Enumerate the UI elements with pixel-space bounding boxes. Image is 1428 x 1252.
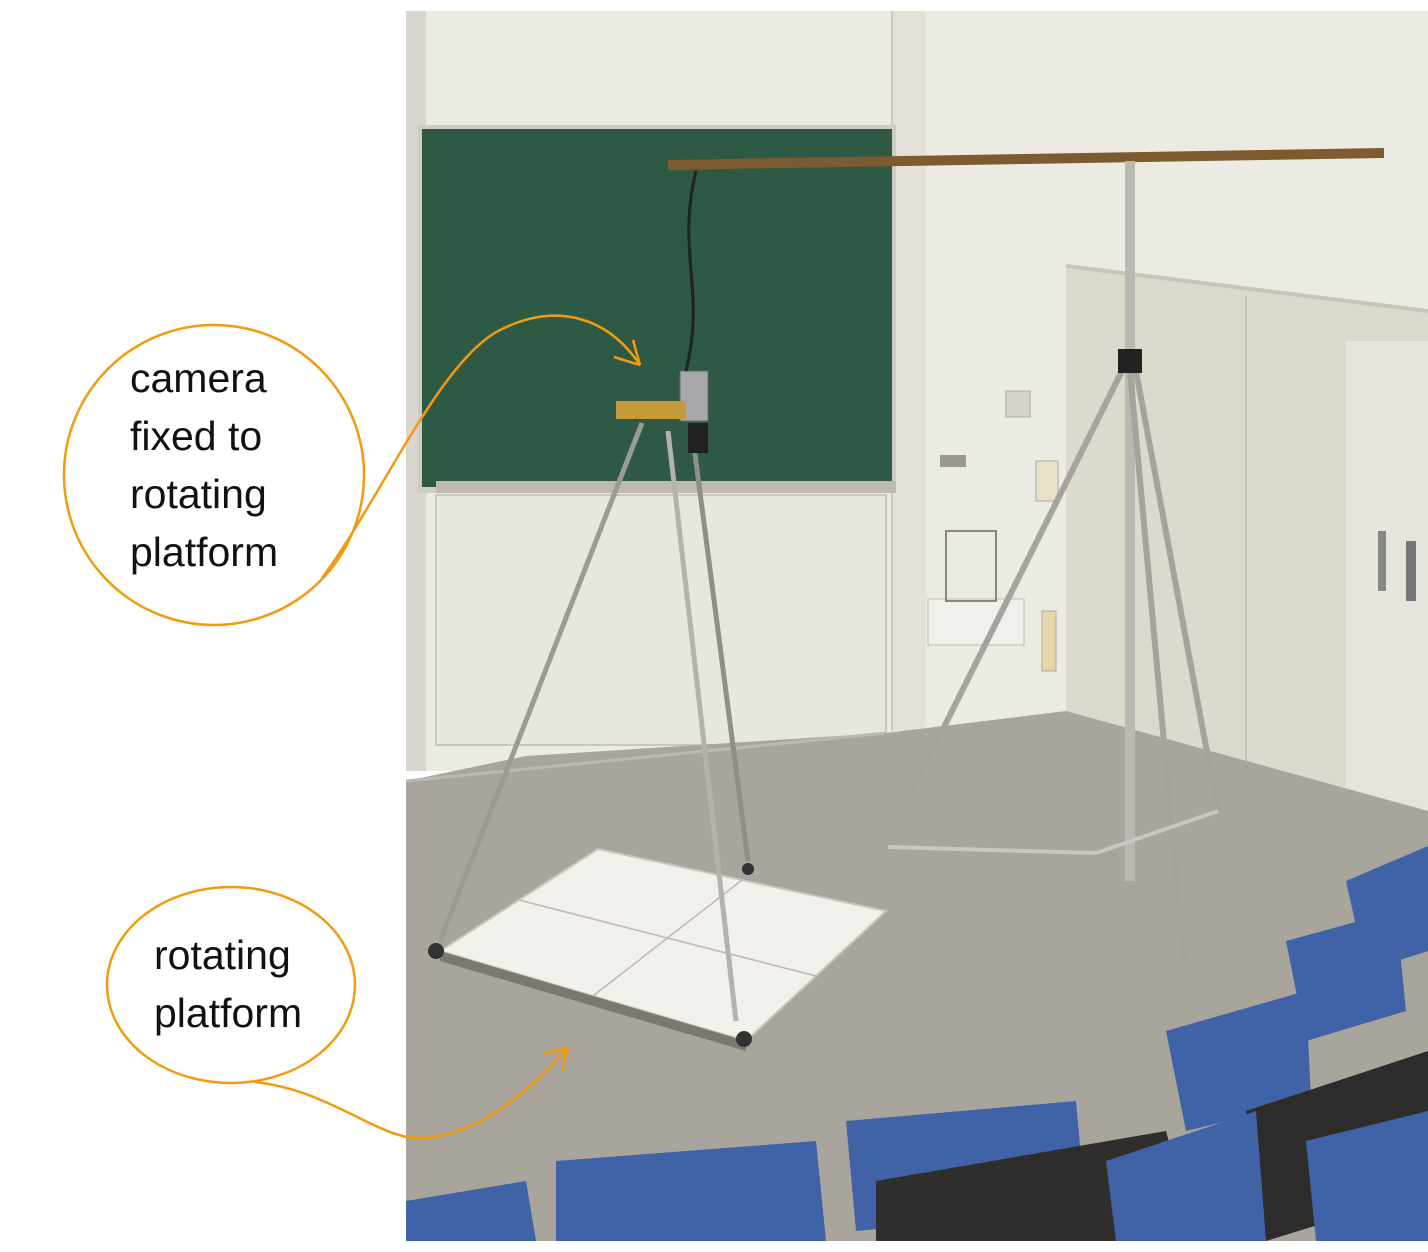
- wall-column: [892, 11, 926, 731]
- callout-line: camera: [130, 355, 267, 401]
- callout-line: rotating: [154, 932, 291, 978]
- callout-line: fixed to: [130, 413, 263, 459]
- chalk-tray: [436, 481, 896, 493]
- lab-photo: [406, 11, 1428, 1241]
- callout-line: rotating: [130, 471, 267, 517]
- callout-line: platform: [154, 990, 303, 1036]
- horizontal-pole: [667, 148, 1385, 170]
- door-handle: [1378, 531, 1386, 591]
- camera-callout-text: camera fixed to rotating platform: [130, 349, 278, 581]
- callout-line: platform: [130, 529, 279, 575]
- auditorium-seats: [406, 846, 1428, 1241]
- tripod-leg-2: [665, 430, 739, 1022]
- platform-callout-text: rotating platform: [154, 926, 302, 1042]
- tripod-leg-3: [689, 430, 751, 862]
- chalkboard: [422, 129, 892, 487]
- sink: [927, 598, 1025, 646]
